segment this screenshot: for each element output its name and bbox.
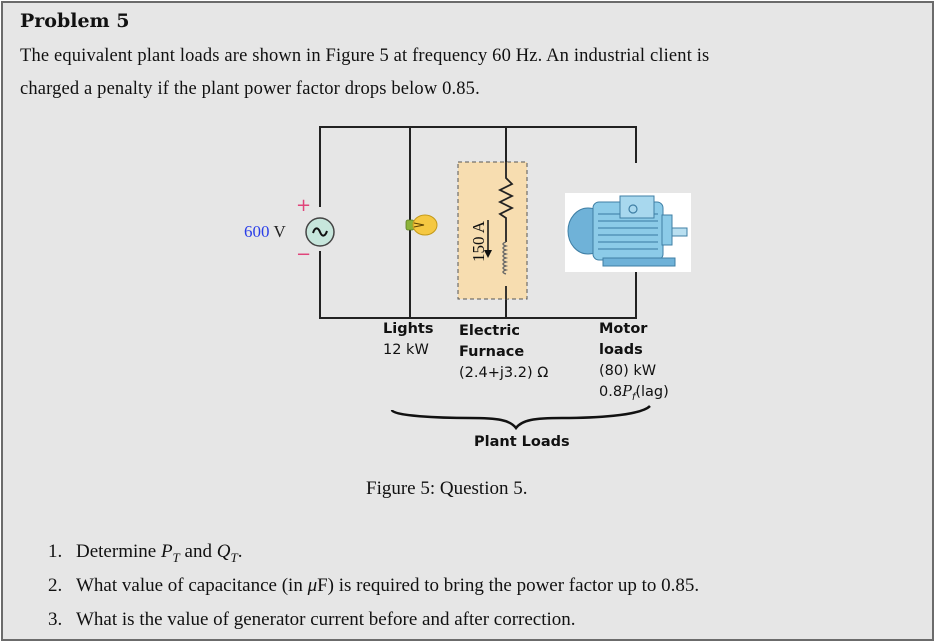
- question-number: 1.: [48, 541, 63, 562]
- ac-source-icon: [305, 217, 335, 247]
- question-text: .: [237, 541, 243, 562]
- lights-label: Lights 12 kW: [383, 319, 433, 361]
- motor-name-line-1: Motor: [599, 321, 648, 337]
- question-number: 2.: [48, 575, 63, 596]
- motor-pf-lag: (lag): [635, 384, 669, 400]
- plant-loads-label: Plant Loads: [474, 432, 570, 453]
- current-arrow-icon: [484, 220, 492, 258]
- question-text: Determine: [76, 541, 161, 562]
- source-voltage-label: 600 V: [244, 222, 286, 242]
- motor-label: Motor loads (80) kW 0.8Pf(lag): [599, 319, 669, 408]
- problem-title: Problem 5: [20, 10, 130, 32]
- question-text: and: [179, 541, 217, 562]
- question-list: 1.Determine PT and QT. 2.What value of c…: [48, 535, 699, 637]
- problem-statement: The equivalent plant loads are shown in …: [20, 40, 920, 106]
- figure-caption: Figure 5: Question 5.: [366, 478, 528, 499]
- motor-pf-symbol: P: [622, 384, 632, 400]
- lights-name: Lights: [383, 321, 434, 337]
- question-item: 1.Determine PT and QT.: [48, 535, 699, 569]
- problem-statement-line-2: charged a penalty if the plant power fac…: [20, 79, 480, 99]
- motor-power: (80) kW: [599, 363, 657, 379]
- question-item: 2. What value of capacitance (in μF) is r…: [48, 569, 699, 603]
- plant-loads-brace: [390, 404, 651, 431]
- source-voltage-unit: V: [273, 222, 286, 241]
- math-mu: μ: [307, 575, 318, 596]
- motor-name-line-2: loads: [599, 342, 643, 358]
- furnace-box: [457, 161, 528, 300]
- math-p-subscript: T: [172, 549, 180, 565]
- motor-pf-subscript: f: [631, 391, 636, 403]
- math-q-subscript: T: [230, 549, 238, 565]
- electric-motor-icon: [565, 193, 691, 272]
- lights-value: 12 kW: [383, 342, 429, 358]
- motor-power-factor: 0.8Pf(lag): [599, 382, 669, 408]
- math-q: Q: [216, 541, 231, 562]
- problem-statement-line-1: The equivalent plant loads are shown in …: [20, 46, 710, 66]
- math-p: P: [160, 541, 173, 562]
- light-bulb-icon: [405, 214, 438, 236]
- question-text: F) is required to bring the power factor…: [317, 575, 700, 596]
- furnace-name-line-2: Furnace: [459, 344, 525, 360]
- source-voltage-value: 600: [244, 222, 270, 241]
- source-plus-sign: +: [296, 195, 311, 216]
- source-minus-sign: −: [296, 244, 311, 265]
- question-text: What is the value of generator current b…: [76, 609, 576, 630]
- resistor-inductor-icon: [497, 162, 515, 299]
- plant-loads-text: Plant Loads: [474, 434, 570, 450]
- question-text: What value of capacitance (in: [76, 575, 308, 596]
- question-number: 3.: [48, 609, 63, 630]
- furnace-label: Electric Furnace (2.4+j3.2) Ω: [459, 321, 548, 384]
- furnace-name-line-1: Electric: [459, 323, 520, 339]
- question-item: 3. What is the value of generator current…: [48, 603, 699, 637]
- furnace-current-label: 150 A: [469, 220, 488, 262]
- motor-pf-value: 0.8: [599, 384, 623, 400]
- furnace-impedance: (2.4+j3.2) Ω: [459, 365, 549, 381]
